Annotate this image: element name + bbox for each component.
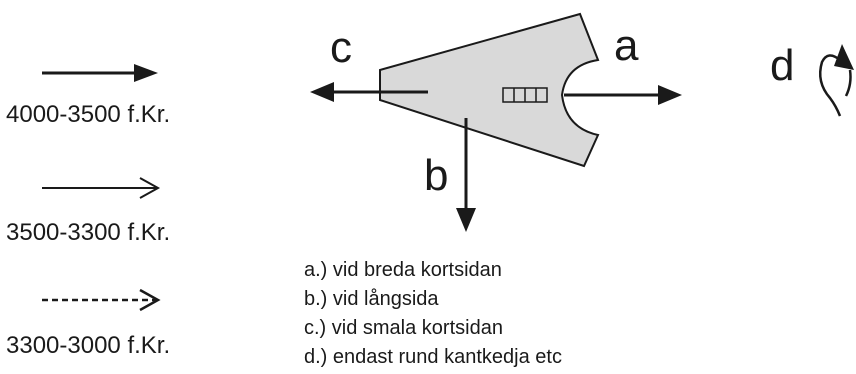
thick-solid-arrowhead	[134, 64, 158, 82]
chamber-passage	[502, 87, 548, 103]
period-row-3: 3300-3000 f.Kr.	[6, 288, 170, 359]
arrow-c: c	[310, 23, 428, 102]
period-row-1: 4000-3500 f.Kr.	[6, 64, 170, 128]
period-label-2: 3500-3300 f.Kr.	[6, 219, 170, 246]
arrow-a: a	[564, 21, 682, 105]
rotation-arrow-tail	[844, 69, 852, 97]
dashed-arrowhead	[139, 288, 161, 312]
direction-label-c: c	[330, 23, 352, 72]
legend-item-b: b.) vid långsida	[304, 288, 439, 310]
arrow-b: b	[424, 118, 476, 232]
direction-label-a: a	[614, 21, 639, 70]
tomb-outline	[379, 12, 600, 168]
direction-label-d: d	[770, 41, 794, 90]
legend-item-a: a.) vid breda kortsidan	[304, 259, 502, 281]
tomb-plan	[379, 12, 600, 168]
period-label-1: 4000-3500 f.Kr.	[6, 101, 170, 128]
period-row-2: 3500-3300 f.Kr.	[6, 177, 170, 246]
rotation-d: d	[770, 41, 854, 117]
direction-label-b: b	[424, 151, 448, 200]
direction-legend: a.) vid breda kortsidan b.) vid långsida…	[304, 259, 562, 368]
thin-solid-arrowhead	[139, 177, 161, 199]
legend-item-c: c.) vid smala kortsidan	[304, 317, 503, 339]
direction-arrows: a c b d	[310, 21, 854, 232]
period-label-3: 3300-3000 f.Kr.	[6, 332, 170, 359]
rotation-arrow-icon	[819, 54, 842, 117]
legend-item-d: d.) endast rund kantkedja etc	[304, 346, 562, 368]
rotation-arrowhead	[834, 44, 854, 70]
period-legend: 4000-3500 f.Kr. 3500-3300 f.Kr. 3300-300…	[6, 64, 170, 359]
